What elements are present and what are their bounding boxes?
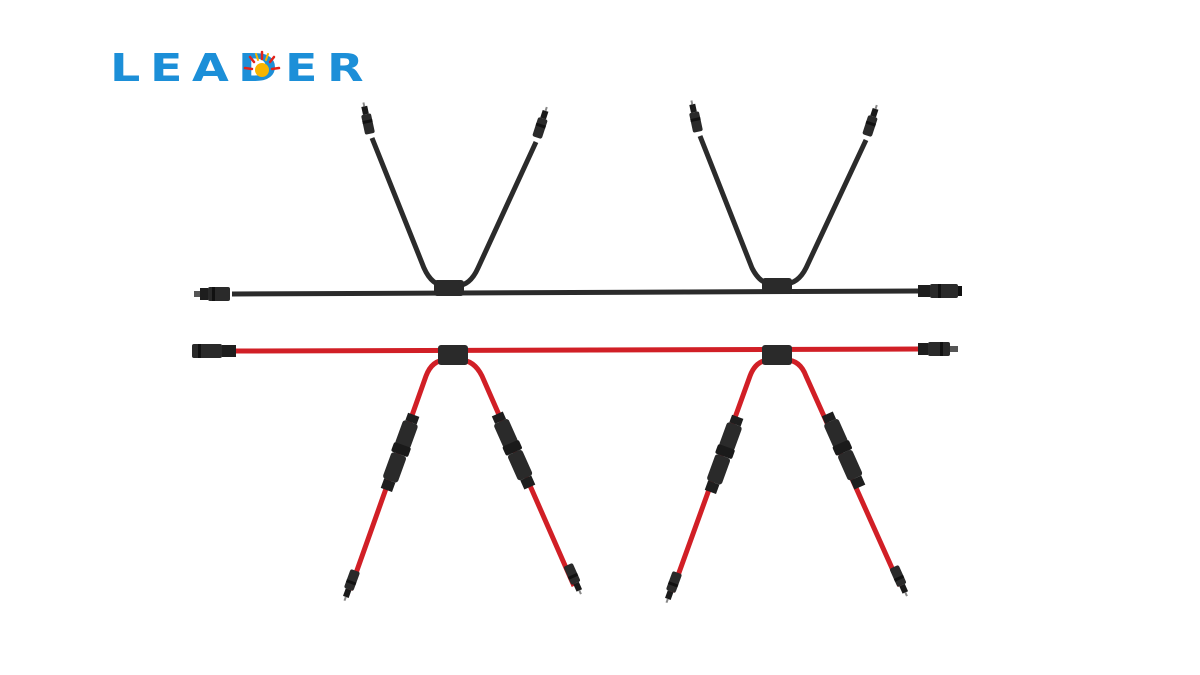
sun-icon bbox=[243, 50, 281, 77]
lower-left-branch-connector-b bbox=[563, 562, 586, 597]
lower-right-male-connector bbox=[918, 342, 958, 356]
upper-left-branch-connector-b bbox=[532, 105, 552, 140]
lower-right-branch-connector-a bbox=[661, 570, 683, 605]
logo-letter-e: E bbox=[150, 46, 191, 90]
upper-right-y-junction bbox=[762, 278, 792, 294]
upper-right-y-branch bbox=[686, 99, 882, 294]
lower-trunk-cable bbox=[235, 346, 921, 354]
logo-letter-r: R bbox=[327, 46, 372, 90]
lower-left-female-connector bbox=[192, 344, 236, 358]
upper-right-female-connector bbox=[918, 284, 962, 298]
brand-logo: L E A D E R bbox=[110, 48, 372, 88]
upper-right-branch-connector-b bbox=[862, 103, 882, 138]
lower-right-y-junction bbox=[762, 345, 792, 365]
logo-letter-l: L bbox=[110, 46, 148, 90]
upper-right-branch-connector-a bbox=[686, 99, 703, 133]
lower-left-fuse-holder-b bbox=[489, 410, 539, 491]
lower-left-fuse-holder-a bbox=[377, 411, 423, 494]
upper-left-branch-connector-a bbox=[358, 101, 375, 135]
upper-left-y-junction bbox=[434, 280, 464, 296]
upper-left-male-connector bbox=[194, 287, 230, 301]
upper-black-cable-assembly bbox=[194, 99, 962, 301]
logo-letter-a: A bbox=[192, 46, 237, 90]
lower-right-fuse-holder-b bbox=[819, 410, 869, 491]
lower-right-y-branch bbox=[661, 345, 912, 605]
lower-left-y-junction bbox=[438, 345, 468, 365]
upper-trunk-cable bbox=[231, 288, 919, 297]
lower-right-branch-connector-b bbox=[889, 564, 912, 599]
lower-left-branch-connector-a bbox=[339, 568, 361, 603]
lower-right-fuse-holder-a bbox=[701, 413, 747, 496]
logo-letter-e2: E bbox=[285, 46, 326, 90]
lower-left-y-branch bbox=[339, 345, 586, 603]
lower-red-cable-assembly bbox=[192, 342, 958, 605]
upper-left-y-branch bbox=[358, 101, 552, 296]
